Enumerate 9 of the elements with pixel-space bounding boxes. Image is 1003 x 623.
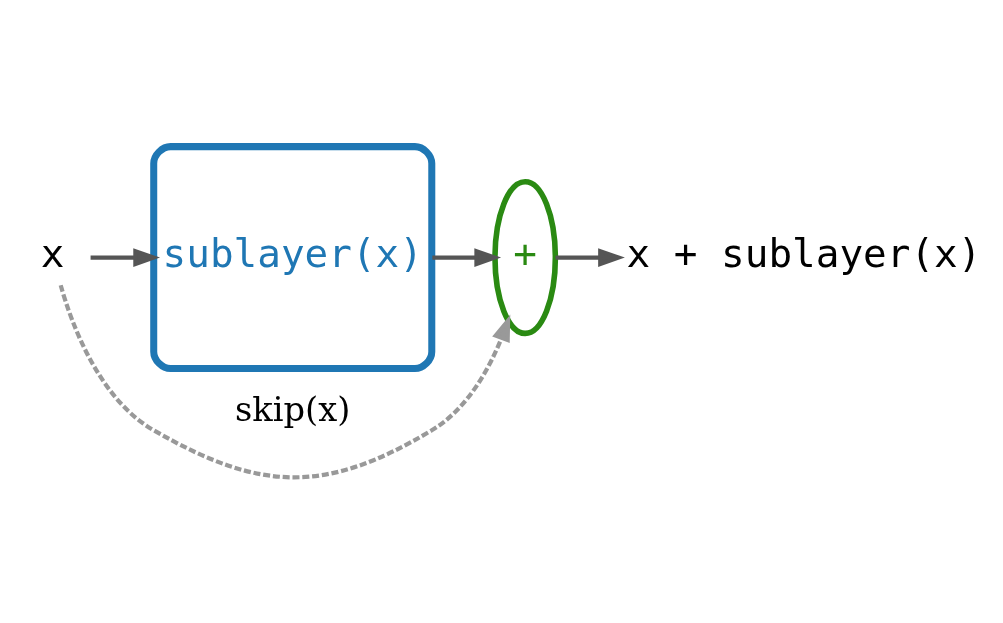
node-box: sublayer(x) (149, 142, 435, 372)
node-ellipse: + (491, 178, 558, 336)
node-text: x (40, 230, 64, 276)
arrow (58, 284, 510, 479)
edge-label: skip(x) (234, 389, 350, 429)
arrow (555, 247, 625, 267)
arrow (90, 247, 160, 267)
node-text: x + sublayer(x) (625, 230, 981, 276)
arrow (431, 247, 501, 267)
